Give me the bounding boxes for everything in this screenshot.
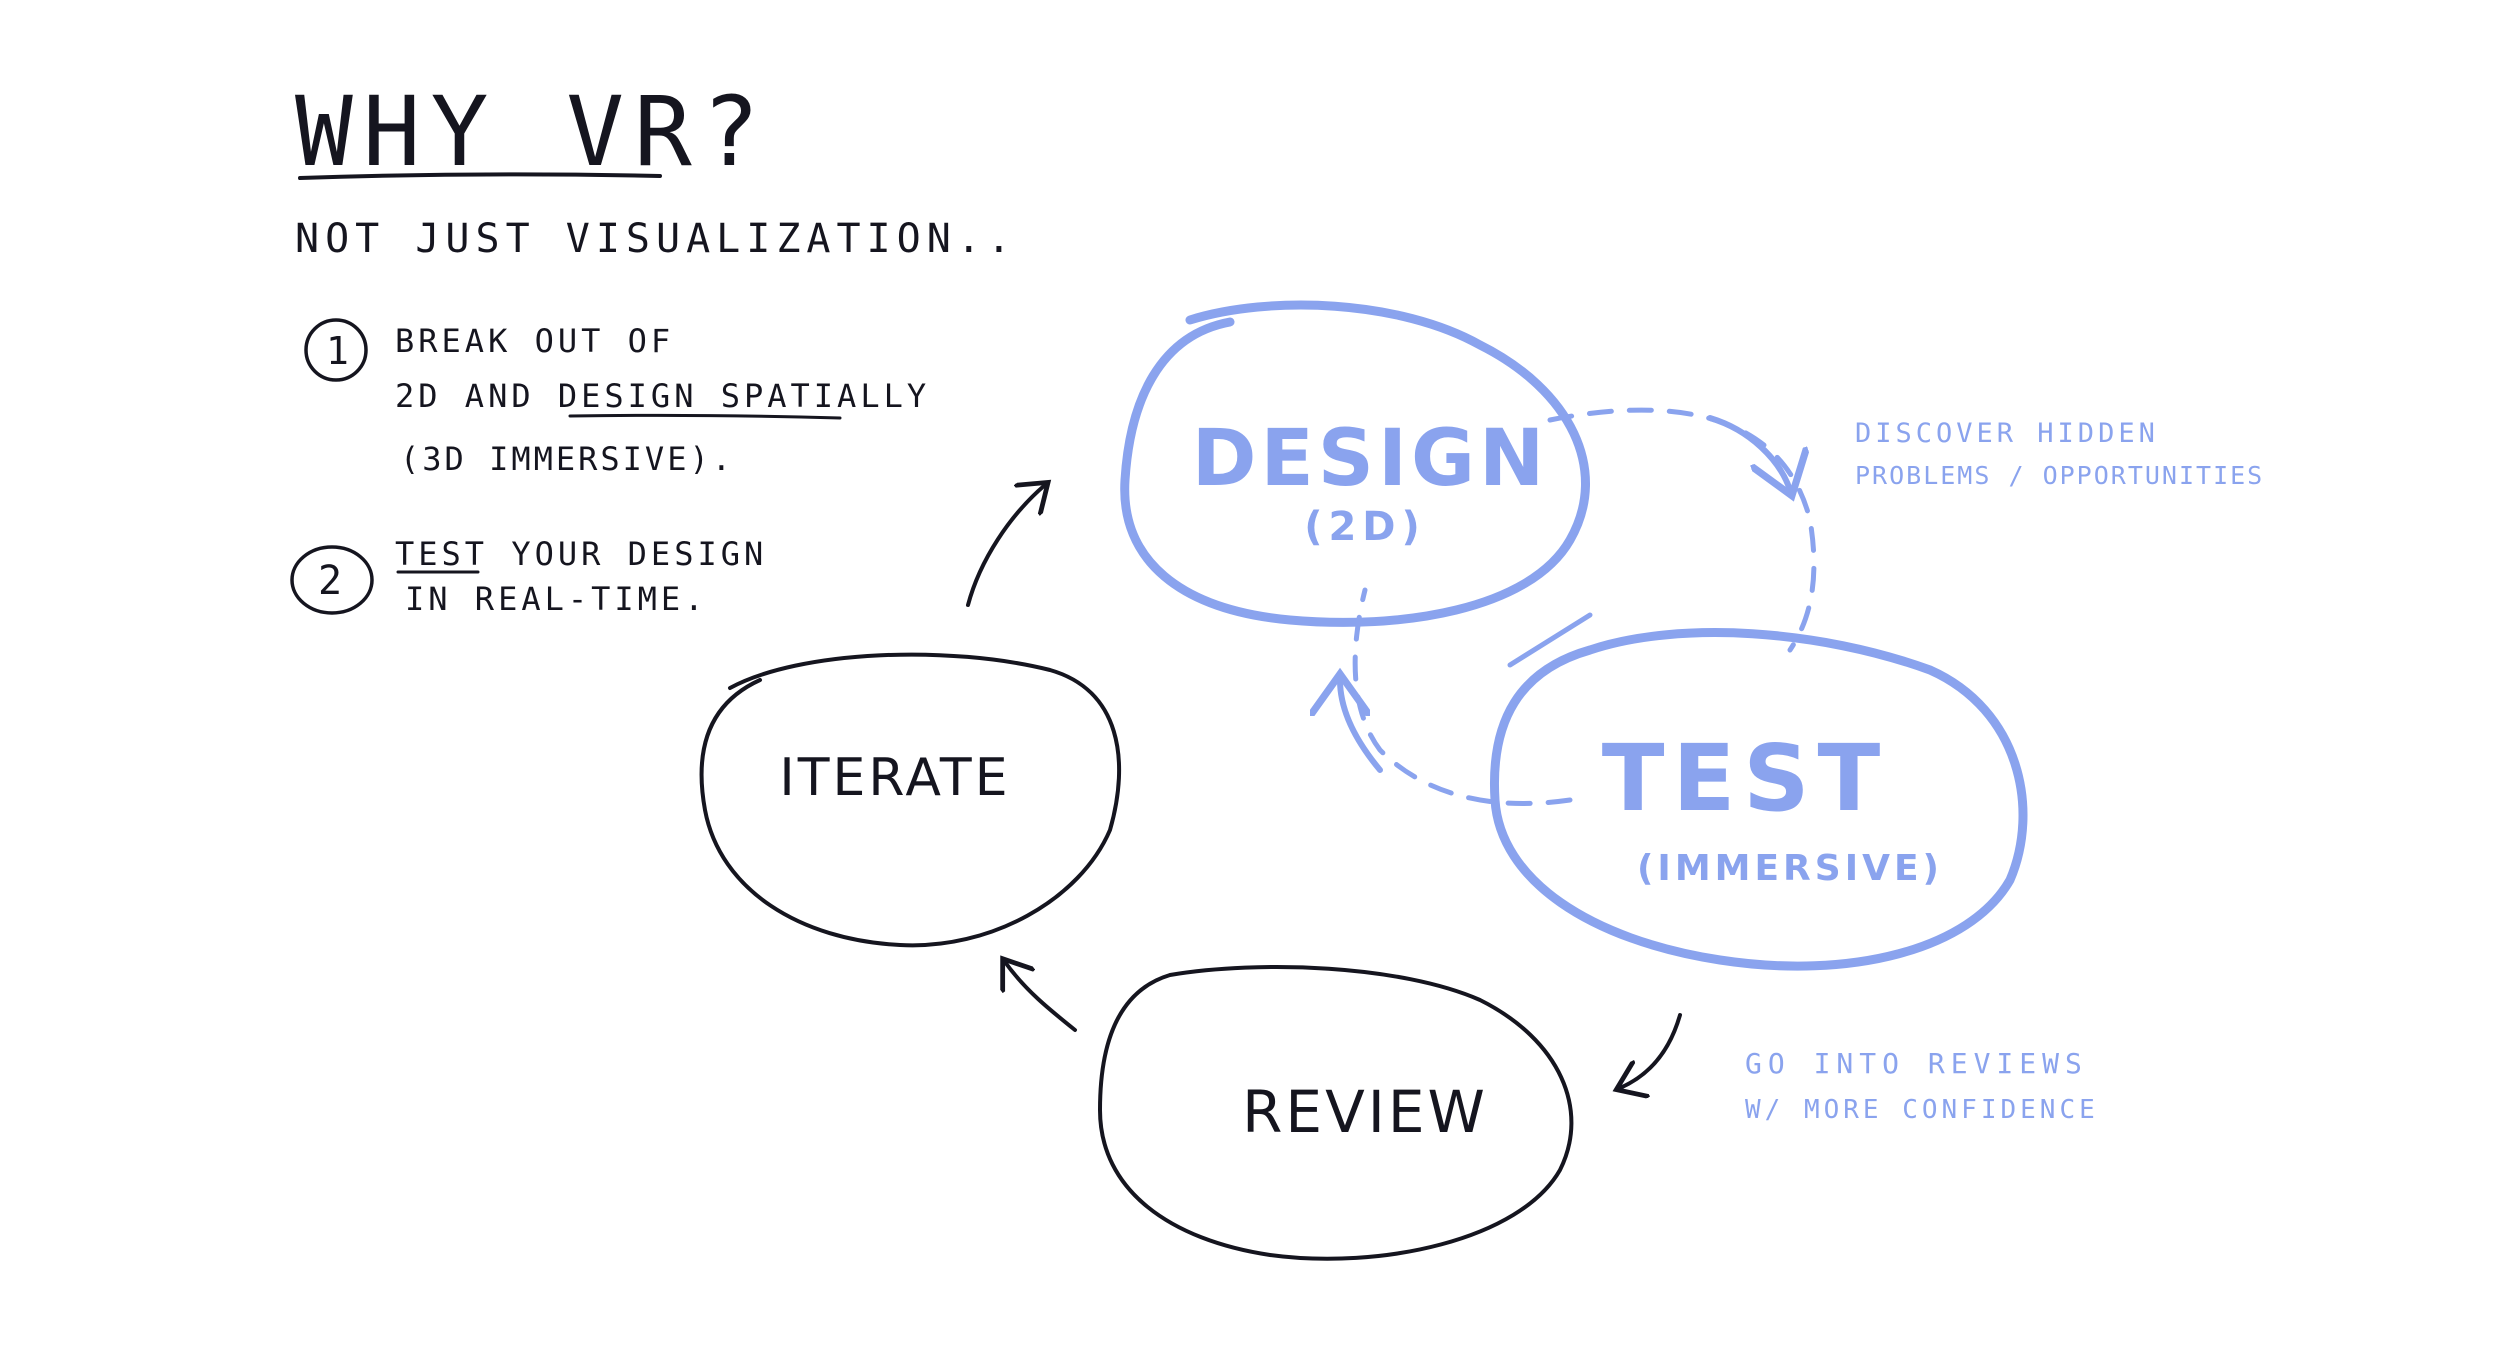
- point-1-number-circle: [304, 318, 368, 382]
- point-2-line-2: IN REAL-TIME.: [405, 580, 707, 618]
- page-title: WHY VR?: [295, 76, 770, 188]
- review-to-iterate-arrow: [1005, 962, 1077, 1032]
- test-to-design-arrow: [1340, 680, 1383, 773]
- test-node-sub: (IMMERSIVE): [1637, 848, 1943, 889]
- test-node-label: TEST: [1602, 725, 1889, 832]
- iterate-to-design-arrow: [966, 485, 1045, 607]
- point-2-number: 2: [318, 558, 342, 604]
- test-node: TEST (IMMERSIVE): [1489, 612, 2028, 971]
- iterate-node-label: ITERATE: [779, 748, 1010, 808]
- design-node-label: DESIGN: [1192, 414, 1549, 504]
- review-node-label: REVIEW: [1242, 1078, 1488, 1146]
- iterate-node: ITERATE: [699, 652, 1122, 948]
- reviews-note-line-1: GO INTO REVIEWS: [1745, 1047, 2088, 1080]
- design-node-sub: (2D): [1304, 504, 1426, 550]
- test-to-review-arrow: [1620, 1013, 1682, 1088]
- point-2: 2 TEST YOUR DESIGN IN REAL-TIME.: [290, 535, 767, 618]
- discover-note-line-1: DISCOVER HIDDEN: [1855, 418, 2159, 449]
- review-node: REVIEW: [1098, 965, 1574, 1261]
- point-2-number-circle: [290, 545, 374, 615]
- discover-note-line-2: PROBLEMS / OPPORTUNITIES: [1855, 461, 2264, 490]
- review-node-outline: [1098, 965, 1574, 1261]
- page-subtitle: NOT JUST VISUALIZATION..: [295, 216, 1017, 262]
- test-to-design-dashed-path: [1352, 587, 1573, 806]
- design-node-outline: [1120, 300, 1590, 627]
- point-2-line-1: TEST YOUR DESIGN: [395, 535, 767, 573]
- reviews-note: GO INTO REVIEWS W/ MORE CONFIDENCE: [1745, 1047, 2099, 1125]
- title-underline: [298, 172, 662, 180]
- point-1-line-1: BREAK OUT OF: [395, 322, 674, 360]
- test-node-outline: [1489, 628, 2028, 971]
- reviews-note-line-2: W/ MORE CONFIDENCE: [1745, 1095, 2099, 1125]
- point-1-line-3: (3D IMMERSIVE).: [400, 440, 734, 478]
- point-1-number: 1: [326, 329, 349, 373]
- test-node-tick: [1507, 612, 1593, 668]
- design-to-test-arrow: [1707, 415, 1790, 490]
- discover-note: DISCOVER HIDDEN PROBLEMS / OPPORTUNITIES: [1855, 418, 2264, 490]
- iterate-node-outline: [699, 652, 1122, 948]
- point-1-underline: [568, 413, 842, 420]
- design-to-test-dashed-path: [1547, 407, 1817, 653]
- design-node: DESIGN (2D): [1120, 300, 1590, 627]
- point-1-line-2: 2D AND DESIGN SPATIALLY: [395, 377, 930, 415]
- point-1: 1 BREAK OUT OF 2D AND DESIGN SPATIALLY (…: [304, 318, 930, 478]
